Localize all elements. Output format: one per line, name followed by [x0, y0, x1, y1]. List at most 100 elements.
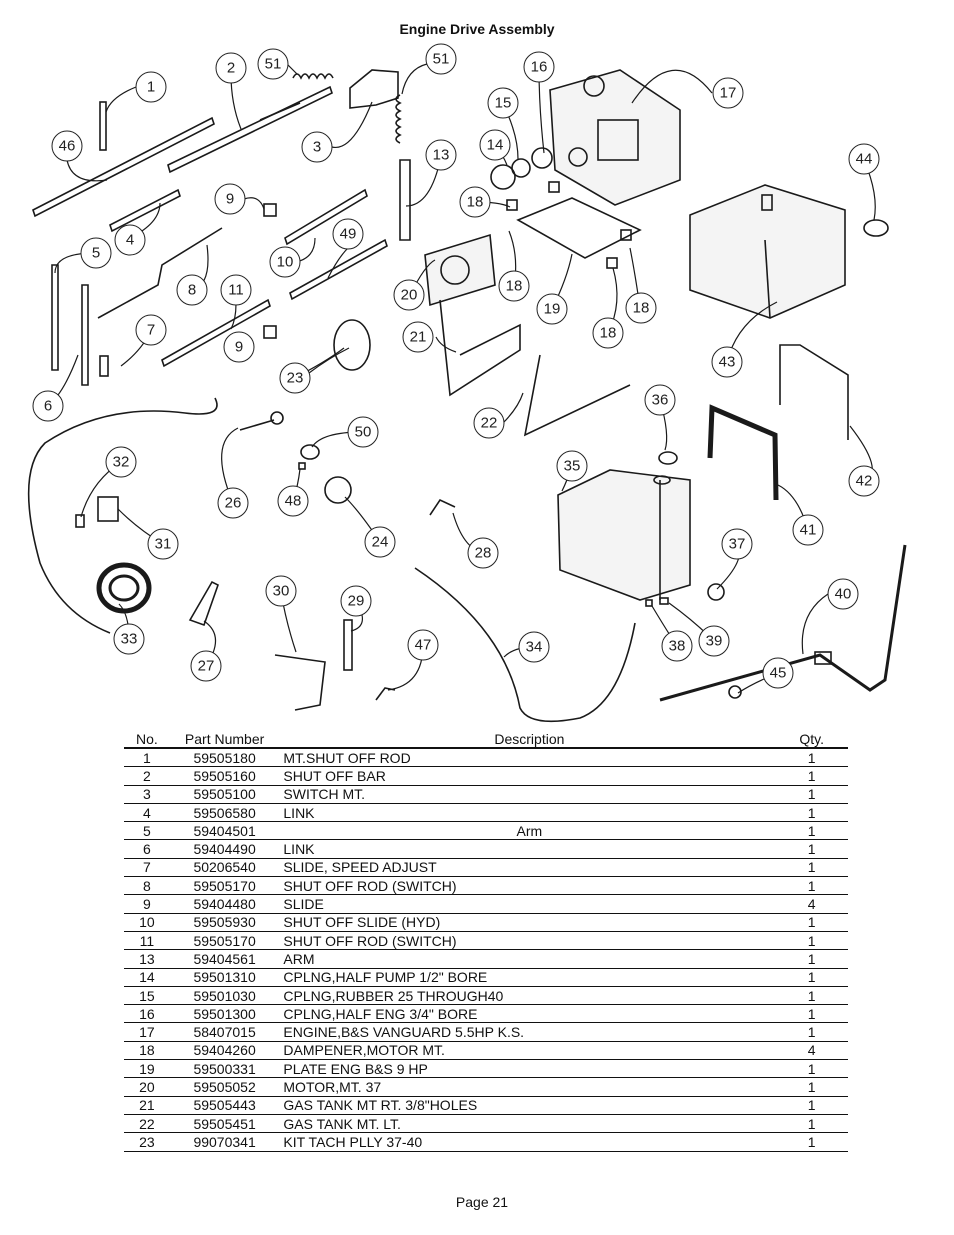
callout: 3 — [301, 131, 333, 163]
callout: 37 — [721, 528, 753, 560]
part-5-drawing — [51, 264, 59, 371]
cell-no: 10 — [124, 913, 170, 932]
cell-part-number: 59505180 — [169, 748, 280, 768]
part-49-drawing — [289, 238, 388, 301]
cell-description: Arm — [279, 821, 776, 841]
cell-part-number: 59501300 — [169, 1004, 280, 1024]
cell-qty: 1 — [775, 803, 848, 823]
cell-no: 23 — [124, 1132, 170, 1152]
callout: 49 — [332, 218, 364, 250]
callout: 18 — [592, 317, 624, 349]
svg-text:27: 27 — [198, 658, 215, 675]
callout: 51 — [425, 43, 457, 75]
callout: 40 — [827, 578, 859, 610]
part-18a-drawing — [548, 181, 560, 193]
cell-qty: 1 — [775, 785, 848, 804]
callout: 44 — [848, 143, 880, 175]
cell-part-number: 59505052 — [169, 1077, 280, 1097]
callout: 15 — [487, 87, 519, 119]
cell-part-number: 59505170 — [169, 931, 280, 951]
cell-part-number: 59404260 — [169, 1041, 280, 1061]
svg-text:49: 49 — [340, 226, 357, 243]
cell-description: SHUT OFF ROD (SWITCH) — [279, 876, 776, 896]
cell-description: SHUT OFF SLIDE (HYD) — [279, 913, 776, 932]
svg-text:38: 38 — [669, 638, 686, 655]
part-9-drawing — [263, 203, 277, 217]
callout-labels: 1 2 3 4 5 6 7 8 9 9 10 11 13 14 15 16 17… — [32, 43, 880, 689]
cell-no: 18 — [124, 1041, 170, 1061]
svg-text:17: 17 — [720, 85, 737, 102]
svg-text:26: 26 — [225, 495, 242, 512]
svg-text:43: 43 — [719, 354, 736, 371]
part-4-drawing — [109, 188, 181, 233]
part-35-fuel-tank-drawing — [557, 469, 691, 601]
svg-text:39: 39 — [706, 633, 723, 650]
svg-text:46: 46 — [59, 138, 76, 155]
part-34-cable-drawing — [414, 567, 636, 723]
callout: 18 — [459, 186, 491, 218]
cell-qty: 1 — [775, 1077, 848, 1097]
cell-qty: 1 — [775, 1022, 848, 1042]
svg-text:33: 33 — [121, 631, 138, 648]
callout: 48 — [277, 485, 309, 517]
cell-qty: 1 — [775, 931, 848, 951]
callout: 39 — [698, 625, 730, 657]
svg-text:1: 1 — [147, 79, 155, 96]
cell-part-number: 59404501 — [169, 821, 280, 841]
part-6-drawing — [81, 284, 89, 386]
header-no: No. — [124, 730, 170, 749]
cell-no: 6 — [124, 839, 170, 859]
callout: 18 — [625, 292, 657, 324]
part-7-drawing — [99, 355, 109, 377]
part-51b-spring-drawing — [395, 94, 402, 144]
callout: 13 — [425, 139, 457, 171]
cell-description: GAS TANK MT. LT. — [279, 1114, 776, 1134]
cell-no: 9 — [124, 894, 170, 914]
part-18b-drawing — [506, 199, 518, 211]
part-50-drawing — [300, 444, 320, 460]
callout: 42 — [848, 465, 880, 497]
part-20-drawing — [424, 233, 496, 307]
callout: 46 — [51, 130, 83, 162]
cell-description: GAS TANK MT RT. 3/8"HOLES — [279, 1096, 776, 1115]
svg-text:30: 30 — [273, 583, 290, 600]
cell-no: 5 — [124, 821, 170, 841]
cell-description: KIT TACH PLLY 37-40 — [279, 1132, 776, 1152]
part-36-drawing — [658, 451, 678, 465]
svg-text:13: 13 — [433, 147, 450, 164]
svg-text:10: 10 — [277, 254, 294, 271]
cell-part-number: 59505100 — [169, 785, 280, 804]
part-15-drawing — [511, 158, 531, 178]
part-drawings — [27, 69, 907, 723]
part-11-drawing — [161, 298, 271, 368]
part-33-coil-drawing — [96, 562, 152, 614]
cell-description: PLATE ENG B&S 9 HP — [279, 1059, 776, 1079]
callout: 22 — [473, 407, 505, 439]
callout: 24 — [364, 526, 396, 558]
part-16-drawing — [531, 147, 553, 169]
callout: 5 — [80, 237, 112, 269]
part-44-drawing — [863, 219, 889, 237]
cell-qty: 1 — [775, 1004, 848, 1024]
svg-text:7: 7 — [147, 322, 155, 339]
svg-text:18: 18 — [633, 300, 650, 317]
svg-text:21: 21 — [410, 329, 427, 346]
part-48-drawing — [298, 462, 306, 470]
svg-text:48: 48 — [285, 493, 302, 510]
cell-qty: 1 — [775, 968, 848, 987]
part-39-drawing — [659, 597, 669, 605]
part-27-drawing — [188, 580, 219, 627]
cell-part-number: 59501030 — [169, 986, 280, 1006]
cell-description: LINK — [279, 803, 776, 823]
cell-no: 2 — [124, 766, 170, 786]
cell-qty: 1 — [775, 1059, 848, 1079]
